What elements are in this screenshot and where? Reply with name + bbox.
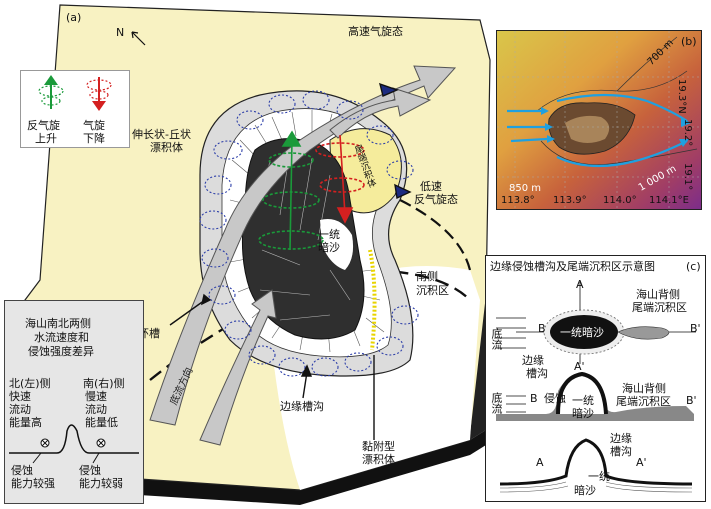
tail-boundary-dash — [399, 199, 472, 271]
south-area-label-1: 南侧 — [416, 270, 438, 283]
fast-cyclone-label: 高速气旋态 — [348, 25, 403, 38]
bottom-right-2: 能力较弱 — [79, 477, 123, 490]
south-side-2: 慢速 — [85, 390, 107, 403]
panel-b-tag: (b) — [681, 35, 697, 48]
vortex-icon-legend: 反气旋 上升 气旋 下降 — [20, 70, 130, 148]
plan-back-tail-1: 海山背侧 — [636, 288, 680, 301]
north-side-4: 能量高 — [9, 416, 42, 429]
profile-seamount-1: 一统 — [572, 394, 594, 407]
lon-tick-4: 114.1°E — [649, 195, 689, 206]
profile-b-label: B — [530, 392, 538, 405]
anticyclone-label-2: 上升 — [35, 132, 57, 145]
panel-c-sketch: 边缘侵蚀槽沟及尾端沉积区示意图 (c) A A' B B' 一统暗沙 底流 — [485, 255, 706, 502]
cyclone-label-2: 下降 — [83, 132, 105, 145]
elongated-drift-label-2: 漂积体 — [150, 141, 183, 154]
panel-c-tag: (c) — [686, 260, 701, 273]
section-a-label: A — [536, 456, 544, 469]
plan-a-label: A — [576, 278, 584, 291]
vortex-ellipses — [199, 90, 419, 377]
lat-tick-3: 19.1° — [682, 163, 693, 191]
south-area-label-2: 沉积区 — [416, 284, 449, 297]
lat-tick-1: 19.3°N — [676, 79, 687, 114]
profile-seamount-2: 暗沙 — [572, 407, 594, 420]
plan-b-label: B — [538, 322, 546, 335]
south-side-3: 流动 — [85, 403, 107, 416]
bottom-left-2: 能力较强 — [11, 477, 55, 490]
profile-b-prime-label: B' — [686, 394, 697, 407]
plan-trough-2: 槽沟 — [526, 367, 548, 380]
profile-back-tail-2: 尾端沉积区 — [616, 395, 671, 408]
flow-contrast-legend: 海山南北两侧 水流速度和 侵蚀强度差异 北(左)侧 快速 流动 能量高 南(右)… — [4, 300, 144, 504]
north-label: N — [116, 26, 125, 39]
cyclone-column — [315, 134, 365, 224]
south-side-1: 南(右)侧 — [83, 377, 125, 390]
bump-profile-icon — [9, 424, 139, 464]
anticyclone-label-1: 反气旋 — [27, 119, 60, 132]
attached-drift-label-1: 黏附型 — [362, 440, 395, 453]
profile-back-tail-1: 海山背侧 — [622, 382, 666, 395]
lon-tick-3: 114.0° — [603, 195, 637, 206]
bottom-right-1: 侵蚀 — [79, 464, 101, 477]
summit-gap — [320, 219, 354, 270]
lon-tick-2: 113.9° — [553, 195, 587, 206]
plan-b-prime-label: B' — [690, 322, 701, 335]
south-side-4: 能量低 — [85, 416, 118, 429]
slow-anticyclone-label-2: 反气旋态 — [414, 193, 458, 206]
anticyclone-icon — [38, 75, 64, 109]
anticyclone-column — [258, 130, 324, 251]
plan-seamount-label: 一统暗沙 — [560, 326, 604, 339]
legend-title-3: 侵蚀强度差异 — [28, 345, 94, 358]
north-side-3: 流动 — [9, 403, 31, 416]
bathymetry-map — [497, 31, 701, 209]
contour-850-label: 850 m — [509, 183, 542, 194]
section-trough-1: 边缘 — [610, 432, 632, 445]
attached-drift-label-2: 漂积体 — [362, 453, 395, 466]
seamount-ridges — [259, 149, 351, 321]
slow-anticyclone-label-1: 低速 — [420, 180, 442, 193]
north-side-2: 快速 — [9, 390, 31, 403]
lat-tick-2: 19.2° — [682, 119, 693, 147]
margin-trough-label: 边缘槽沟 — [280, 400, 324, 413]
plan-a-prime-label: A' — [574, 360, 585, 373]
section-seamount-1: 一统 — [588, 470, 610, 483]
plan-current-label: 底流 — [490, 328, 503, 350]
section-trough-2: 槽沟 — [610, 445, 632, 458]
legend-title-1: 海山南北两侧 — [25, 317, 91, 330]
section-seamount-2: 暗沙 — [574, 484, 596, 497]
seamount-label-2: 暗沙 — [318, 241, 340, 254]
lon-tick-1: 113.8° — [501, 195, 535, 206]
attached-drift — [368, 249, 377, 351]
seamount-label-1: 一统 — [318, 228, 340, 241]
profile-erosion-label: 侵蚀 — [544, 392, 566, 405]
cyclone-icon — [86, 77, 112, 111]
elongated-drift-label-1: 伸长状-丘状 — [132, 128, 191, 141]
legend-title-2: 水流速度和 — [34, 331, 89, 344]
bottom-left-1: 侵蚀 — [11, 464, 33, 477]
north-side-1: 北(左)侧 — [9, 377, 51, 390]
label-pointers — [169, 82, 412, 440]
panel-b-map: (b) 700 m 850 m 1 000 m 113.8° 113.9° 11… — [496, 30, 702, 210]
cyclone-label-1: 气旋 — [83, 119, 105, 132]
profile-current-label: 底流 — [490, 392, 503, 414]
cross-section-sketch — [496, 282, 696, 493]
panel-c-title: 边缘侵蚀槽沟及尾端沉积区示意图 — [490, 260, 655, 273]
seamount-body — [241, 138, 365, 340]
plan-back-tail-2: 尾端沉积区 — [632, 301, 687, 314]
section-a-prime-label: A' — [636, 456, 647, 469]
plan-trough-1: 边缘 — [522, 354, 544, 367]
bottom-current-arrows — [149, 65, 457, 446]
north-arrow-icon — [131, 31, 146, 46]
panel-a-tag: (a) — [66, 11, 82, 24]
